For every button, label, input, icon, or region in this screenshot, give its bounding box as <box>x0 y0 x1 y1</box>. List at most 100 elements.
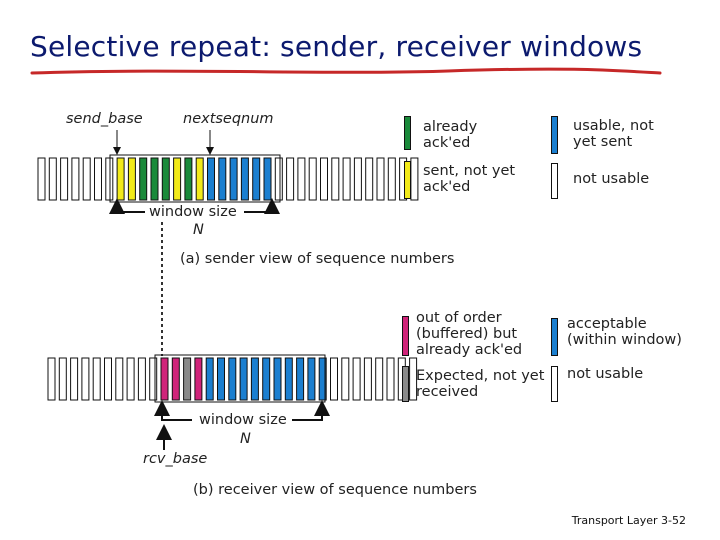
receiver-seq-slot <box>92 357 101 401</box>
sender-seq-slot <box>184 157 193 201</box>
sender-seq-slot <box>60 157 69 201</box>
sender-seq-slot <box>320 157 328 201</box>
legend-buffered-swatch <box>402 316 409 356</box>
receiver-seq-slot <box>47 357 56 401</box>
sender-seq-slot <box>331 157 340 201</box>
receiver-seq-slot <box>183 357 192 401</box>
legend-acceptable-label: acceptable (within window) <box>567 316 682 348</box>
legend-acceptable-swatch <box>551 318 558 356</box>
legend-sender-not-usable-swatch <box>551 163 558 199</box>
sender-seq-slot <box>297 157 306 201</box>
receiver-seq-slot <box>250 357 259 401</box>
sender-seq-slot <box>353 157 362 201</box>
receiver-seq-slot <box>126 357 135 401</box>
receiver-seq-slot <box>341 357 350 401</box>
receiver-seq-slot <box>115 357 124 401</box>
receiver-caption: (b) receiver view of sequence numbers <box>193 482 477 498</box>
sender-seq-slot <box>37 157 46 201</box>
receiver-seq-slot <box>363 357 372 401</box>
receiver-seq-slot <box>228 357 237 401</box>
sender-window-right-bracket <box>244 198 280 214</box>
sender-seq-slot <box>387 157 396 201</box>
rcv-base-label: rcv_base <box>143 451 208 467</box>
receiver-seq-slot <box>296 357 305 401</box>
legend-usable-label: usable, not yet sent <box>573 118 654 150</box>
sender-seq-slot <box>161 157 170 201</box>
legend-sender-not-usable-label: not usable <box>573 171 650 187</box>
legend-buffered-label: out of order (buffered) but already ack'… <box>416 310 523 358</box>
sender-seq-slot <box>127 157 136 201</box>
receiver-seq-slot <box>239 357 248 401</box>
sender-seq-slot <box>173 157 182 201</box>
sender-window-n: N <box>193 222 204 238</box>
receiver-window-box <box>154 354 326 403</box>
legend-acked-label: already ack'ed <box>423 119 478 151</box>
sender-seq-slot <box>82 157 91 201</box>
legend-acked-swatch <box>404 116 411 150</box>
sender-seq-slot <box>48 157 57 201</box>
legend-expected-label: Expected, not yet received <box>416 368 545 400</box>
sender-sequence-strip <box>37 157 419 201</box>
receiver-seq-slot <box>307 357 316 401</box>
receiver-seq-slot <box>58 357 67 401</box>
sender-seq-slot <box>263 157 272 201</box>
sender-seq-slot <box>286 157 295 201</box>
sender-seq-slot <box>218 157 227 201</box>
legend-receiver-not-usable-swatch <box>551 366 558 402</box>
sender-seq-slot <box>207 157 215 201</box>
receiver-seq-slot <box>375 357 384 401</box>
legend-expected-swatch <box>402 366 409 402</box>
send-base-label: send_base <box>66 111 143 127</box>
sender-seq-slot <box>94 157 102 201</box>
legend-sent-not-acked-label: sent, not yet ack'ed <box>423 163 516 195</box>
legend-usable-swatch <box>551 116 558 154</box>
title-underline <box>30 67 662 75</box>
receiver-seq-slot <box>352 357 361 401</box>
slide-title: Selective repeat: sender, receiver windo… <box>30 30 643 63</box>
sender-seq-slot <box>116 157 125 201</box>
sender-seq-slot <box>71 157 80 201</box>
sender-seq-slot <box>105 157 114 201</box>
receiver-window-size-label: window size <box>198 412 288 428</box>
receiver-seq-slot <box>160 357 169 401</box>
sender-seq-slot <box>150 157 159 201</box>
sender-seq-slot <box>229 157 238 201</box>
receiver-sequence-strip <box>47 357 418 401</box>
receiver-seq-slot <box>70 357 79 401</box>
receiver-seq-slot <box>81 357 90 401</box>
sender-seq-slot <box>308 157 317 201</box>
receiver-seq-slot <box>284 357 293 401</box>
receiver-seq-slot <box>409 357 418 401</box>
receiver-seq-slot <box>149 357 158 401</box>
receiver-seq-slot <box>104 357 112 401</box>
receiver-window-left-bracket <box>154 400 192 421</box>
sender-seq-slot <box>139 157 148 201</box>
receiver-seq-slot <box>205 357 214 401</box>
receiver-seq-slot <box>137 357 146 401</box>
legend-receiver-not-usable-label: not usable <box>567 366 644 382</box>
receiver-seq-slot <box>330 357 338 401</box>
sender-seq-slot <box>195 157 204 201</box>
sender-seq-slot <box>410 157 419 201</box>
sender-caption: (a) sender view of sequence numbers <box>180 251 455 267</box>
sender-seq-slot <box>376 157 385 201</box>
sender-window-box <box>109 154 281 203</box>
sender-seq-slot <box>274 157 283 201</box>
slide-footer: Transport Layer 3-52 <box>571 514 686 527</box>
sender-seq-slot <box>342 157 351 201</box>
sender-seq-slot <box>252 157 261 201</box>
receiver-window-right-bracket <box>292 400 330 421</box>
receiver-seq-slot <box>262 357 271 401</box>
nextseqnum-label: nextseqnum <box>183 111 274 127</box>
sender-window-size-label: window size <box>148 204 238 220</box>
receiver-seq-slot <box>273 357 282 401</box>
sender-window-left-bracket <box>109 198 145 214</box>
receiver-seq-slot <box>217 357 225 401</box>
legend-sent-not-acked-swatch <box>404 161 411 199</box>
sender-seq-slot <box>365 157 374 201</box>
receiver-window-n: N <box>240 431 251 447</box>
sender-seq-slot <box>240 157 249 201</box>
receiver-seq-slot <box>171 357 180 401</box>
receiver-seq-slot <box>194 357 203 401</box>
